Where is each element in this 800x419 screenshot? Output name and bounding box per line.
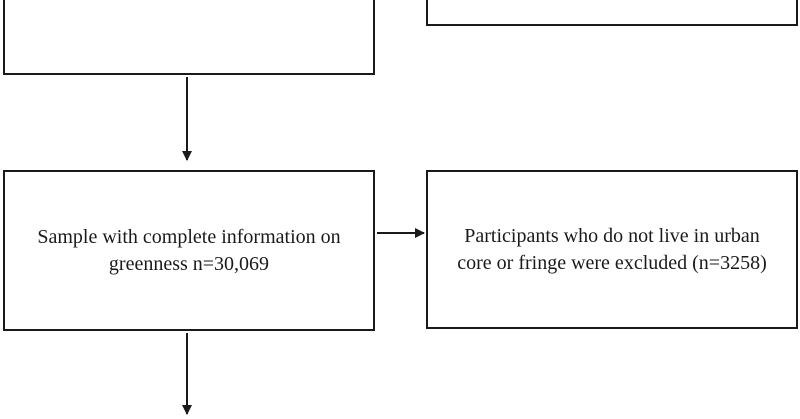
box-excluded-text: Participants who do not live in urban co…: [457, 224, 767, 274]
flowchart-box-top-right: [426, 0, 798, 26]
flowchart-box-top-left: [3, 0, 375, 75]
flowchart-box-excluded: Participants who do not live in urban co…: [426, 170, 798, 329]
box-sample-text: Sample with complete information on gree…: [37, 225, 341, 275]
flowchart-box-sample: Sample with complete information on gree…: [3, 170, 375, 331]
